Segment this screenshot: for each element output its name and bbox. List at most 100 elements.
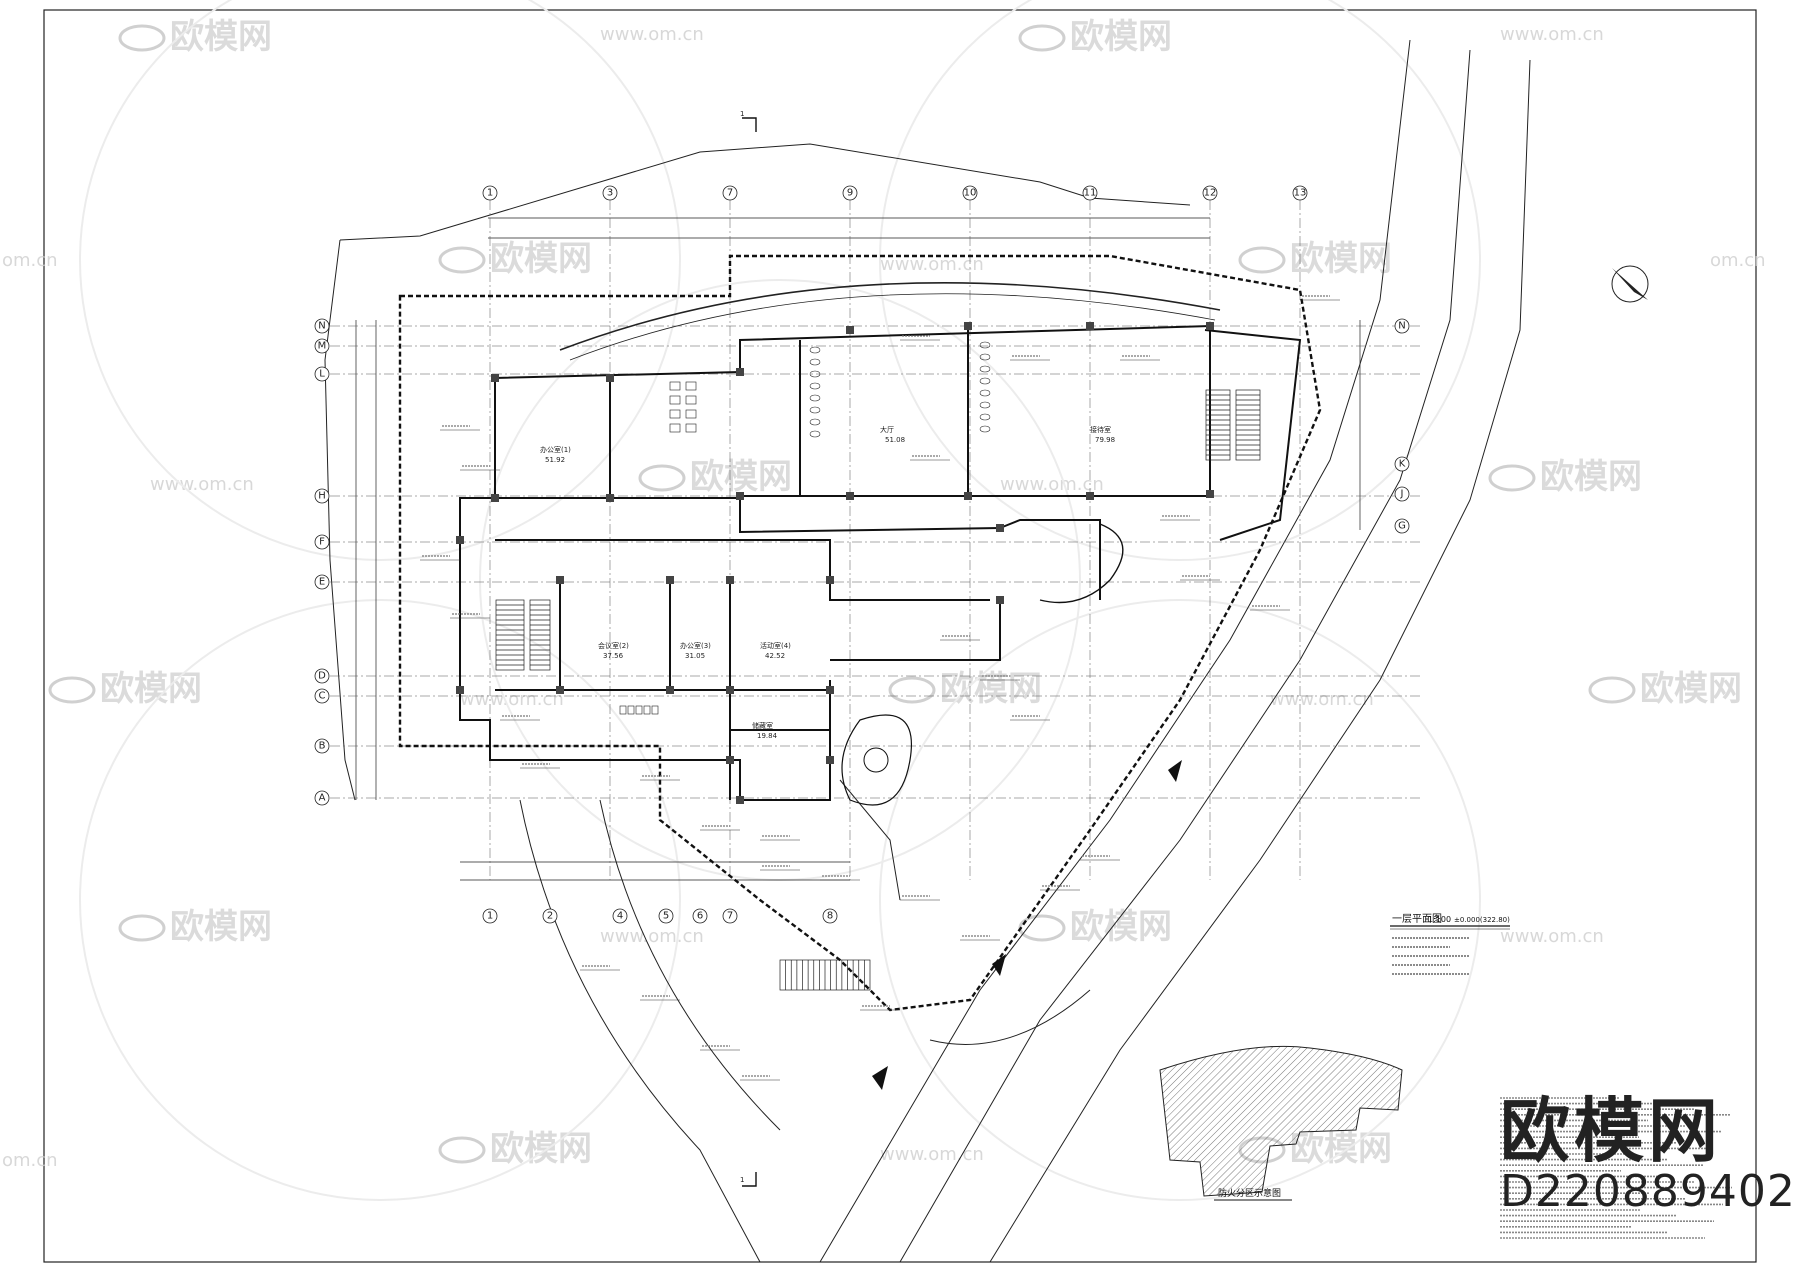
svg-text:H: H (318, 491, 326, 502)
watermark-brand: 欧模网 (1018, 907, 1172, 947)
watermark-url: www.om.cn (880, 1144, 984, 1165)
watermark-url: www.om.cn (1270, 689, 1374, 710)
watermark-brand: 欧模网 (438, 1129, 592, 1169)
plan-title-block: 一层平面图 1:100 ±0.000(322.80) (1390, 913, 1510, 975)
spiral-stair (841, 714, 912, 806)
annotation-mark (700, 825, 740, 831)
structural-columns (456, 322, 1214, 804)
room-area: 42.52 (765, 652, 785, 660)
room-area: 51.08 (885, 436, 905, 444)
svg-text:1: 1 (487, 188, 493, 199)
svg-text:欧模网: 欧模网 (1290, 1129, 1392, 1169)
svg-text:7: 7 (727, 911, 733, 922)
room-area: 79.98 (1095, 436, 1115, 444)
column (666, 576, 674, 584)
svg-text:E: E (319, 577, 325, 588)
svg-text:1: 1 (487, 911, 493, 922)
column (726, 686, 734, 694)
building-walls (459, 324, 1302, 801)
svg-text:D: D (318, 671, 326, 682)
grid-axes (330, 200, 1420, 880)
column (846, 492, 854, 500)
annotation-mark (1300, 295, 1340, 301)
entrance-arrow (992, 954, 1006, 976)
north-arrow (1611, 265, 1649, 303)
section-mark-label: 1 (740, 1176, 744, 1184)
watermark-brand: 欧模网 (638, 457, 792, 497)
entrance-arrow (1168, 760, 1182, 782)
svg-text:11: 11 (1084, 188, 1097, 199)
grid-bubble-left: E (314, 574, 330, 590)
column (826, 756, 834, 764)
column (846, 326, 854, 334)
section-mark-label: 1 (740, 110, 744, 118)
grid-bubble-bottom: 4 (612, 908, 628, 924)
svg-text:欧模网: 欧模网 (490, 1129, 592, 1169)
annotation-mark (940, 635, 980, 641)
grid-bubble-top: 13 (1292, 185, 1308, 201)
watermark-url: www.om.cn (150, 474, 254, 495)
watermark-brand: 欧模网 (1238, 239, 1392, 279)
annotation-mark (900, 335, 940, 341)
general-notes (1500, 1097, 1732, 1239)
room-label: 活动室(4) (760, 641, 791, 650)
grid-bubble-bottom: 5 (658, 908, 674, 924)
annotation-mark (1160, 515, 1200, 521)
svg-text:6: 6 (697, 911, 703, 922)
svg-text:N: N (1398, 321, 1405, 332)
watermark-url: www.om.cn (1500, 24, 1604, 45)
room-label: 大厅 (880, 425, 894, 434)
watermark-brand: 欧模网 (438, 239, 592, 279)
svg-text:3: 3 (607, 188, 613, 199)
column (456, 536, 464, 544)
watermark-layer: 欧模网欧模网欧模网欧模网欧模网欧模网欧模网欧模网欧模网欧模网欧模网欧模网欧模网w… (2, 0, 1766, 1201)
column (556, 576, 564, 584)
curved-facade-inner (569, 293, 1216, 361)
room-label: 会议室(2) (598, 641, 629, 650)
column (1206, 322, 1214, 330)
plan-title: 一层平面图 (1392, 913, 1442, 925)
annotations (420, 295, 1340, 1081)
svg-text:N: N (318, 321, 325, 332)
room-area: 19.84 (757, 732, 778, 740)
room-area: 31.05 (685, 652, 705, 660)
column (736, 492, 744, 500)
annotation-mark (860, 1005, 900, 1011)
grid-bubble-left: H (314, 488, 330, 504)
column (996, 524, 1004, 532)
svg-text:F: F (319, 537, 325, 548)
grid-bubble-top: 11 (1082, 185, 1098, 201)
annotation-mark (960, 935, 1000, 941)
column (826, 686, 834, 694)
watermark-brand: 欧模网 (1488, 457, 1642, 497)
svg-text:M: M (318, 341, 327, 352)
watermark-url-short: om.cn (1710, 250, 1766, 271)
annotation-mark (820, 875, 860, 881)
annotation-mark (1180, 575, 1220, 581)
column (606, 494, 614, 502)
watermark-url: www.om.cn (1000, 474, 1104, 495)
sheet-border (43, 9, 1757, 1263)
sanitary-fixtures (619, 341, 991, 715)
annotation-mark (900, 895, 940, 901)
svg-text:9: 9 (847, 188, 853, 199)
svg-text:欧模网: 欧模网 (1290, 239, 1392, 279)
grid-bubble-top: 12 (1202, 185, 1218, 201)
annotation-mark (520, 763, 560, 769)
grid-bubble-bottom: 6 (692, 908, 708, 924)
terrace-curve (1039, 523, 1124, 604)
column (1086, 322, 1094, 330)
grid-bubble-right: G (1394, 518, 1410, 534)
watermark-url: www.om.cn (460, 689, 564, 710)
watermark-brand: 欧模网 (1018, 17, 1172, 57)
watermark-url: www.om.cn (880, 254, 984, 275)
watermark-url: www.om.cn (600, 926, 704, 947)
svg-text:欧模网: 欧模网 (1640, 669, 1742, 709)
column (726, 756, 734, 764)
annotation-mark (440, 425, 480, 431)
annotation-mark (1010, 355, 1050, 361)
column (964, 322, 972, 330)
svg-text:欧模网: 欧模网 (1540, 457, 1642, 497)
grid-bubble-top: 3 (602, 185, 618, 201)
annotation-mark (460, 465, 500, 471)
